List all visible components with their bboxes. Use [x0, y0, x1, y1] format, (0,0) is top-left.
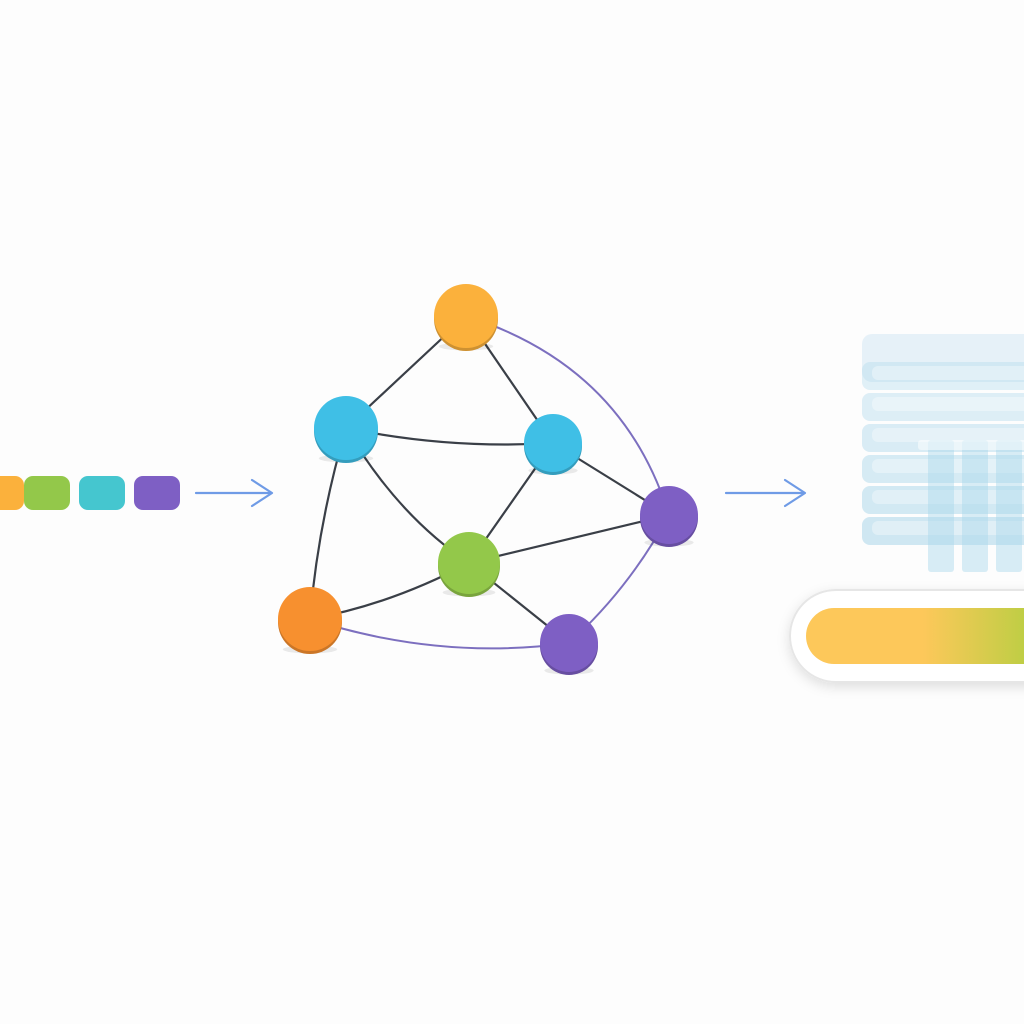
graph-node	[438, 532, 500, 594]
table-row-highlight	[872, 521, 1024, 535]
graph-node-top-orange	[434, 284, 498, 351]
arrow-right-icon	[194, 478, 274, 508]
input-sequence	[0, 476, 180, 510]
graph-node	[278, 587, 342, 651]
table-row-highlight	[872, 428, 1024, 442]
table-column	[928, 440, 954, 572]
table-row-highlight	[872, 459, 1024, 473]
score-bar	[789, 589, 1024, 683]
graph-node-right-blue	[524, 414, 582, 475]
input-token	[24, 476, 70, 510]
table-row-highlight	[872, 490, 1024, 504]
table-column	[962, 440, 988, 572]
output-table-icon	[862, 334, 1024, 572]
table-row	[862, 517, 1024, 545]
table-row	[862, 455, 1024, 483]
input-token	[79, 476, 125, 510]
graph-node-right-purple	[640, 486, 698, 547]
input-token	[0, 476, 24, 510]
graph-node	[540, 614, 598, 672]
graph-nodes	[278, 284, 698, 675]
table-column	[996, 440, 1022, 572]
graph-edge	[465, 315, 670, 516]
graph-node-left-blue	[314, 396, 378, 463]
table-row	[862, 486, 1024, 514]
graph-node-bottom-left-orange	[278, 587, 342, 654]
graph-node	[640, 486, 698, 544]
graph-node-center-green	[438, 532, 500, 597]
graph-edges	[308, 314, 671, 650]
table-column-cap	[918, 440, 1024, 450]
score-bar-fill	[806, 608, 1024, 664]
table-header	[862, 334, 1024, 382]
table-row	[862, 362, 1024, 390]
table-row	[862, 393, 1024, 421]
table-row-highlight	[872, 397, 1024, 411]
graph-node	[314, 396, 378, 460]
graph-node	[434, 284, 498, 348]
graph-node-bottom-purple	[540, 614, 598, 675]
arrow-right-icon	[724, 478, 807, 508]
input-token	[134, 476, 180, 510]
graph-node	[524, 414, 582, 472]
table-row-highlight	[872, 366, 1024, 380]
graph-edge	[309, 618, 570, 650]
